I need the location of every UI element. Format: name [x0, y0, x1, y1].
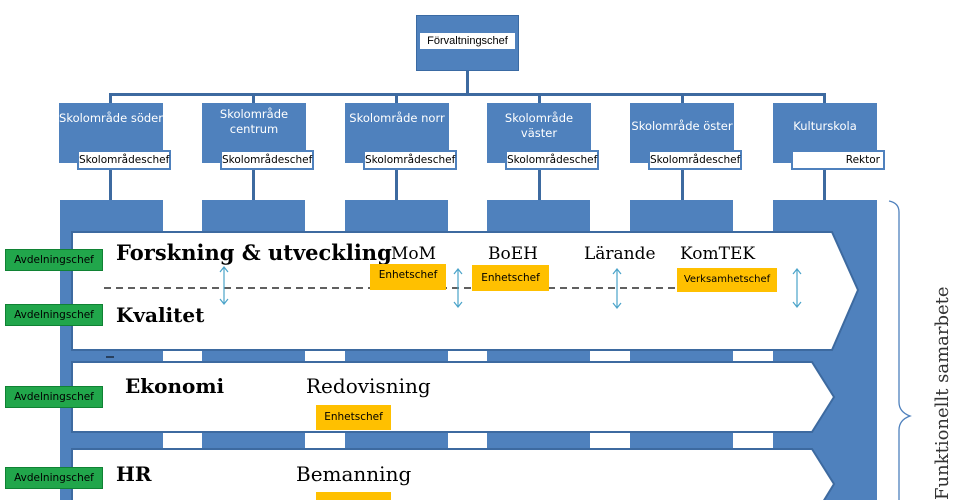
side-label-clip: Funktionellt samarbete [928, 200, 960, 500]
connector-down [109, 170, 112, 200]
school-area-name: Skolområde öster [631, 119, 733, 133]
connector-drop [823, 93, 826, 105]
unit-mom: MoM [391, 244, 437, 264]
connector-drop [538, 93, 541, 105]
forvaltningschef-label: Förvaltningschef [420, 33, 515, 49]
side-brace [888, 200, 912, 500]
school-area-chief: Skolområdeschef [220, 150, 314, 170]
connector-down [395, 170, 398, 200]
connector-down [538, 170, 541, 200]
avdelningschef-badge: Avdelningschef [5, 249, 103, 271]
connector-down [252, 170, 255, 200]
connector-drop [109, 93, 112, 105]
connector-down [823, 170, 826, 200]
school-area-box: Skolområde norr Skolområdeschef [345, 103, 457, 170]
unit-larande: Lärande [584, 244, 656, 264]
school-area-name: Skolområde centrum [219, 107, 289, 136]
connector-drop [395, 93, 398, 105]
band-fou-kvalitet [71, 231, 860, 351]
department-hr: HR [116, 462, 152, 486]
unit-redovisning: Redovisning [306, 374, 431, 398]
school-area-chief: Skolområdeschef [77, 150, 171, 170]
school-area-box: Skolområde väster Skolområdeschef [487, 103, 599, 170]
school-area-chief: Rektor [791, 150, 885, 170]
school-area-name: Skolområde norr [349, 111, 445, 125]
school-area-name: Skolområde väster [504, 111, 574, 140]
school-area-name: Skolområde söder [59, 111, 163, 125]
department-kvalitet: Kvalitet [116, 303, 205, 327]
connector-down [681, 170, 684, 200]
connector-horizontal [109, 93, 826, 96]
school-area-chief: Skolområdeschef [505, 150, 599, 170]
side-label: Funktionellt samarbete [932, 286, 953, 500]
unit-boeh: BoEH [488, 244, 538, 264]
school-area-box: Kulturskola Rektor [773, 103, 885, 170]
enhetschef-badge: Enhetschef [472, 265, 549, 291]
avdelningschef-badge: Avdelningschef [5, 304, 103, 326]
right-edge-bar [863, 200, 877, 500]
department-ekonomi: Ekonomi [125, 374, 225, 398]
school-area-chief: Skolområdeschef [363, 150, 457, 170]
school-area-box: Skolområde öster Skolområdeschef [630, 103, 742, 170]
verksamhetschef-badge: Verksamhetschef [677, 268, 777, 292]
forvaltningschef-box: Förvaltningschef [416, 15, 519, 71]
connector-drop [252, 93, 255, 105]
enhetschef-badge: Enhetschef [370, 264, 446, 290]
bemanning-role-badge [316, 492, 391, 500]
avdelningschef-badge: Avdelningschef [5, 386, 103, 408]
connector-drop [681, 93, 684, 105]
band-hr [71, 448, 836, 500]
unit-komtek: KomTEK [680, 244, 756, 264]
school-area-chief: Skolområdeschef [648, 150, 742, 170]
band-ekonomi [71, 361, 836, 433]
school-area-name: Kulturskola [793, 119, 857, 133]
school-area-box: Skolområde centrum Skolområdeschef [202, 103, 314, 170]
arrow-group [219, 266, 802, 309]
avdelningschef-badge: Avdelningschef [5, 467, 103, 489]
unit-bemanning: Bemanning [296, 462, 412, 486]
department-fou: Forskning & utveckling [116, 240, 392, 265]
school-area-box: Skolområde söder Skolområdeschef [59, 103, 171, 170]
enhetschef-badge: Enhetschef [316, 405, 391, 430]
connector-vertical [466, 71, 469, 94]
